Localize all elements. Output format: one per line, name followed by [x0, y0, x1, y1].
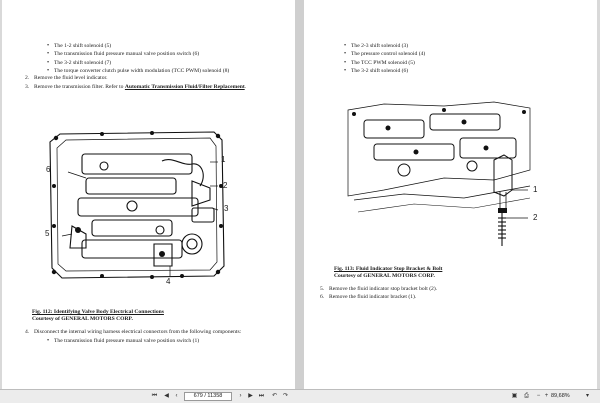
- callout-3: 3: [224, 204, 229, 213]
- callout-4: 4: [166, 277, 171, 286]
- list-item: The torque converter clutch pulse width …: [47, 67, 229, 76]
- step-text: Remove the fluid level indicator.: [34, 75, 108, 81]
- caption-title: Fig. 112: Identifying Valve Body Electri…: [32, 309, 164, 315]
- callout-1: 1: [533, 185, 538, 194]
- callout-1: 1: [221, 155, 226, 164]
- list-item: The pressure control solenoid (4): [344, 50, 425, 59]
- zoom-in-icon[interactable]: +: [544, 393, 549, 399]
- list-item: The 3-2 shift solenoid (7): [47, 59, 229, 68]
- step-text: Remove the fluid indicator bracket (1).: [329, 294, 417, 300]
- save-icon[interactable]: ▣: [511, 393, 518, 399]
- step-2: 2. Remove the fluid level indicator.: [25, 75, 107, 83]
- page-left: The 1-2 shift solenoid (5) The transmiss…: [2, 0, 295, 389]
- bullet-list-top: The 1-2 shift solenoid (5) The transmiss…: [47, 42, 229, 75]
- list-item: The transmission fluid pressure manual v…: [47, 337, 199, 346]
- callout-5: 5: [45, 229, 50, 238]
- viewer-toolbar: ⏮ ◀ ‹ 679 / 11358 › ▶ ⏭ ↶ ↷ ▣ ⎙ − + 89,6…: [0, 389, 600, 403]
- valve-body-diagram: [49, 131, 225, 279]
- figure-caption: Fig. 113: Fluid Indicator Stop Bracket &…: [334, 266, 442, 280]
- fluid-filter-replacement-link[interactable]: Automatic Transmission Fluid/Filter Repl…: [124, 84, 245, 90]
- callout-2: 2: [223, 181, 228, 190]
- forward-icon[interactable]: ↷: [282, 393, 289, 399]
- prev-page-icon[interactable]: ◀: [164, 393, 169, 399]
- caption-title: Fig. 113: Fluid Indicator Stop Bracket &…: [334, 266, 443, 272]
- next-page-icon[interactable]: ›: [239, 393, 242, 399]
- zoom-out-icon[interactable]: −: [536, 393, 541, 399]
- step-3: 3. Remove the transmission filter. Refer …: [25, 84, 246, 92]
- list-item: The TCC PWM solenoid (5): [344, 59, 425, 68]
- step-6: 6. Remove the fluid indicator bracket (1)…: [320, 294, 416, 302]
- fluid-indicator-bracket-diagram: [347, 101, 531, 246]
- document-viewer: The 1-2 shift solenoid (5) The transmiss…: [0, 0, 600, 389]
- step-number: 5.: [320, 286, 325, 292]
- callout-2: 2: [533, 213, 538, 222]
- step-number: 4.: [25, 329, 30, 335]
- callout-6: 6: [46, 165, 51, 174]
- list-item: The 3-2 shift solenoid (6): [344, 67, 425, 76]
- list-item: The 1-2 shift solenoid (5): [47, 42, 229, 51]
- last-page-icon[interactable]: ⏭: [258, 393, 265, 399]
- step-4: 4. Disconnect the internal wiring harness…: [25, 329, 241, 337]
- step-number: 2.: [25, 75, 30, 81]
- next-page-play-icon[interactable]: ▶: [248, 393, 253, 399]
- zoom-dropdown-icon[interactable]: ▾: [585, 393, 589, 399]
- list-item: The 2-3 shift solenoid (3): [344, 42, 425, 51]
- page-right: The 2-3 shift solenoid (3) The pressure …: [304, 0, 597, 389]
- page-number-input[interactable]: 679 / 11358: [184, 392, 232, 401]
- zoom-level[interactable]: 89,68%: [551, 393, 570, 399]
- caption-courtesy: Courtesy of GENERAL MOTORS CORP.: [334, 273, 435, 279]
- list-item: The transmission fluid pressure manual v…: [47, 50, 229, 59]
- prev-small-icon[interactable]: ‹: [175, 393, 178, 399]
- first-page-icon[interactable]: ⏮: [151, 393, 158, 399]
- step-5: 5. Remove the fluid indicator stop bracke…: [320, 286, 437, 294]
- bullet-list-bottom: The transmission fluid pressure manual v…: [47, 337, 199, 346]
- step-text: Remove the transmission filter. Refer to: [34, 84, 125, 90]
- bullet-list-top: The 2-3 shift solenoid (3) The pressure …: [344, 42, 425, 75]
- step-text: Remove the fluid indicator stop bracket …: [329, 286, 438, 292]
- step-number: 6.: [320, 294, 325, 300]
- step-text-end: .: [244, 84, 247, 90]
- step-number: 3.: [25, 84, 30, 90]
- back-icon[interactable]: ↶: [271, 393, 278, 399]
- page-gap: [295, 0, 304, 389]
- figure-caption: Fig. 112: Identifying Valve Body Electri…: [32, 309, 164, 323]
- step-text: Disconnect the internal wiring harness e…: [34, 329, 242, 335]
- caption-courtesy: Courtesy of GENERAL MOTORS CORP.: [32, 316, 133, 322]
- print-icon[interactable]: ⎙: [524, 393, 529, 399]
